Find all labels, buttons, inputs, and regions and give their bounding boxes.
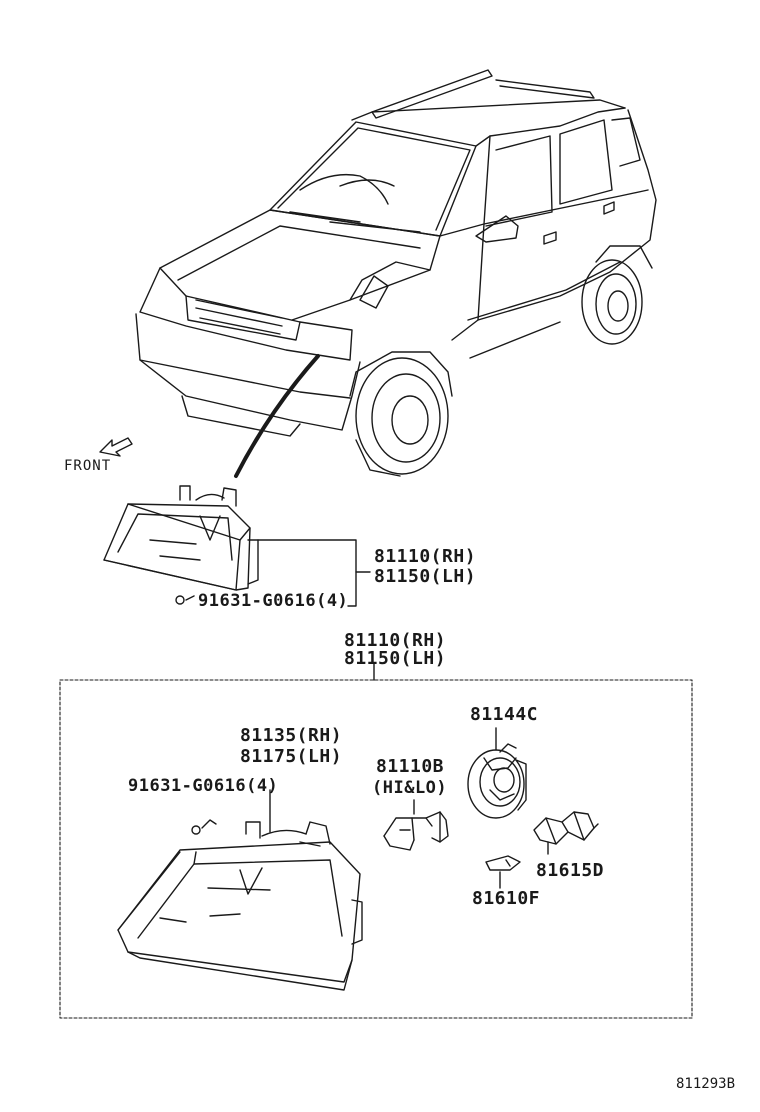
part-number-bulb: 81110B bbox=[376, 756, 445, 777]
small-bulb bbox=[486, 856, 520, 870]
leader-top-bracket bbox=[258, 540, 356, 606]
part-number-unit-lh: 81175(LH) bbox=[240, 746, 343, 767]
part-number-top-screw: 91631-G0616(4) bbox=[198, 591, 349, 611]
front-label: FRONT bbox=[64, 458, 112, 474]
pointer-line bbox=[236, 356, 318, 476]
part-number-box-rh: 81110(RH) bbox=[344, 630, 447, 651]
part-number-small-socket: 81615D bbox=[536, 860, 605, 881]
screw-icon-top bbox=[176, 596, 194, 604]
screw-icon-box bbox=[192, 820, 216, 834]
part-number-socket-cap: 81144C bbox=[470, 704, 539, 725]
drawing-code: 811293B bbox=[676, 1076, 736, 1092]
vehicle-illustration bbox=[136, 70, 656, 476]
part-number-screw: 91631-G0616(4) bbox=[128, 776, 279, 796]
part-number-small-bulb: 81610F bbox=[472, 888, 541, 909]
parts-box bbox=[60, 680, 692, 1018]
part-number-unit-rh: 81135(RH) bbox=[240, 725, 343, 746]
socket-cap bbox=[468, 744, 526, 818]
part-number-top-rh: 81110(RH) bbox=[374, 546, 477, 567]
headlamp-assembly-small bbox=[104, 486, 258, 590]
halogen-bulb bbox=[384, 812, 448, 850]
front-arrow-icon bbox=[100, 438, 132, 456]
bulb-type-label: (HI&LO) bbox=[372, 778, 448, 798]
part-number-box-lh: 81150(LH) bbox=[344, 648, 447, 669]
headlamp-unit-large bbox=[118, 822, 362, 990]
part-number-top-lh: 81150(LH) bbox=[374, 566, 477, 587]
small-socket bbox=[534, 812, 598, 844]
